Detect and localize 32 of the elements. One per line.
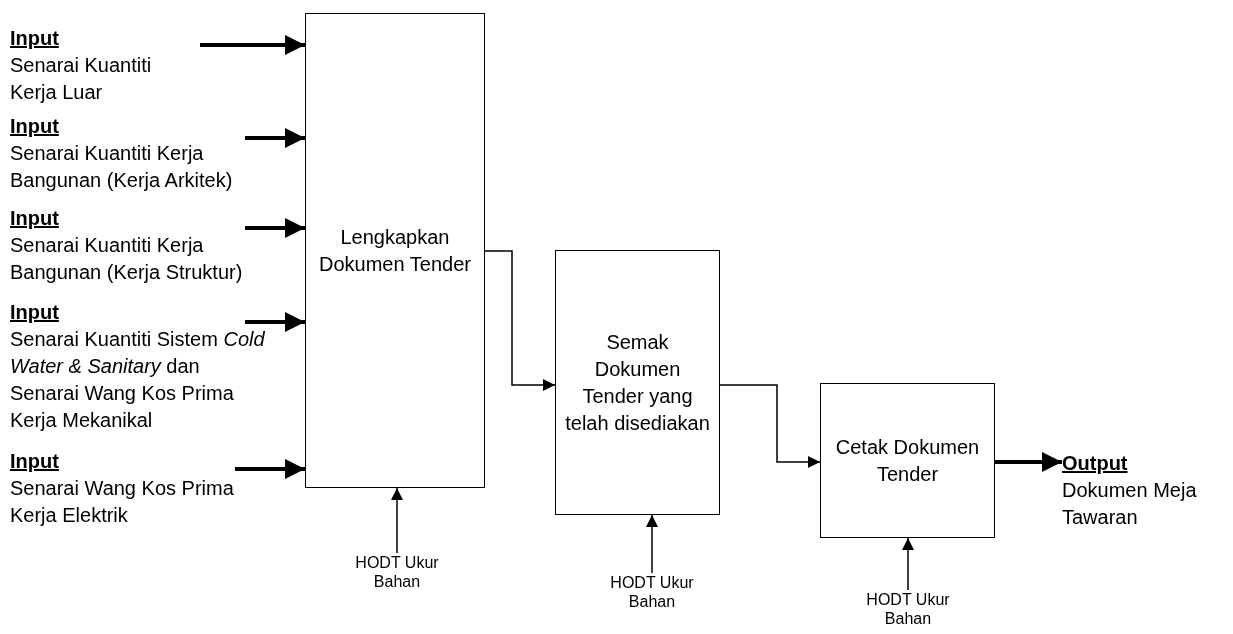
io-heading: Input	[10, 26, 59, 51]
io-heading: Input	[10, 206, 59, 231]
io-description: Dokumen Meja Tawaran	[1062, 478, 1198, 530]
arrow	[484, 250, 556, 391]
io-description: Senarai Kuantiti Kerja Luar	[10, 53, 153, 105]
arrow	[995, 452, 1062, 472]
process-label: Cetak Dokumen Tender	[834, 434, 981, 487]
io-heading: Input	[10, 114, 59, 139]
arrow	[245, 312, 305, 332]
process-label: Semak Dokumen Tender yang telah disediakan	[564, 329, 711, 436]
arrow	[902, 537, 914, 591]
io-description: Senarai Kuantiti Kerja Bangunan (Kerja Struktur)	[10, 233, 244, 285]
arrow	[245, 218, 305, 238]
arrow	[646, 514, 658, 574]
io-description: Senarai Kuantiti Sistem Cold Water & Sanitary dan Senarai Wang Kos Prima Kerja Mekanikal	[10, 327, 265, 433]
arrow	[391, 487, 403, 554]
io-description: Senarai Wang Kos Prima Kerja Elektrik	[10, 476, 235, 528]
arrow	[245, 128, 305, 148]
process-box	[305, 13, 485, 488]
io-description: Senarai Kuantiti Kerja Bangunan (Kerja Arkitek)	[10, 141, 234, 193]
process-box	[820, 383, 995, 538]
io-heading: Output	[1062, 451, 1128, 476]
io-heading: Input	[10, 300, 59, 325]
role-label: HODT Ukur Bahan	[354, 553, 440, 591]
process-label: Lengkapkan Dokumen Tender	[318, 224, 472, 277]
arrow	[235, 459, 305, 479]
role-label: HODT Ukur Bahan	[609, 573, 695, 611]
io-heading: Input	[10, 449, 59, 474]
role-label: HODT Ukur Bahan	[865, 590, 951, 628]
arrow	[200, 35, 305, 55]
process-box	[555, 250, 720, 515]
arrow	[719, 384, 821, 468]
